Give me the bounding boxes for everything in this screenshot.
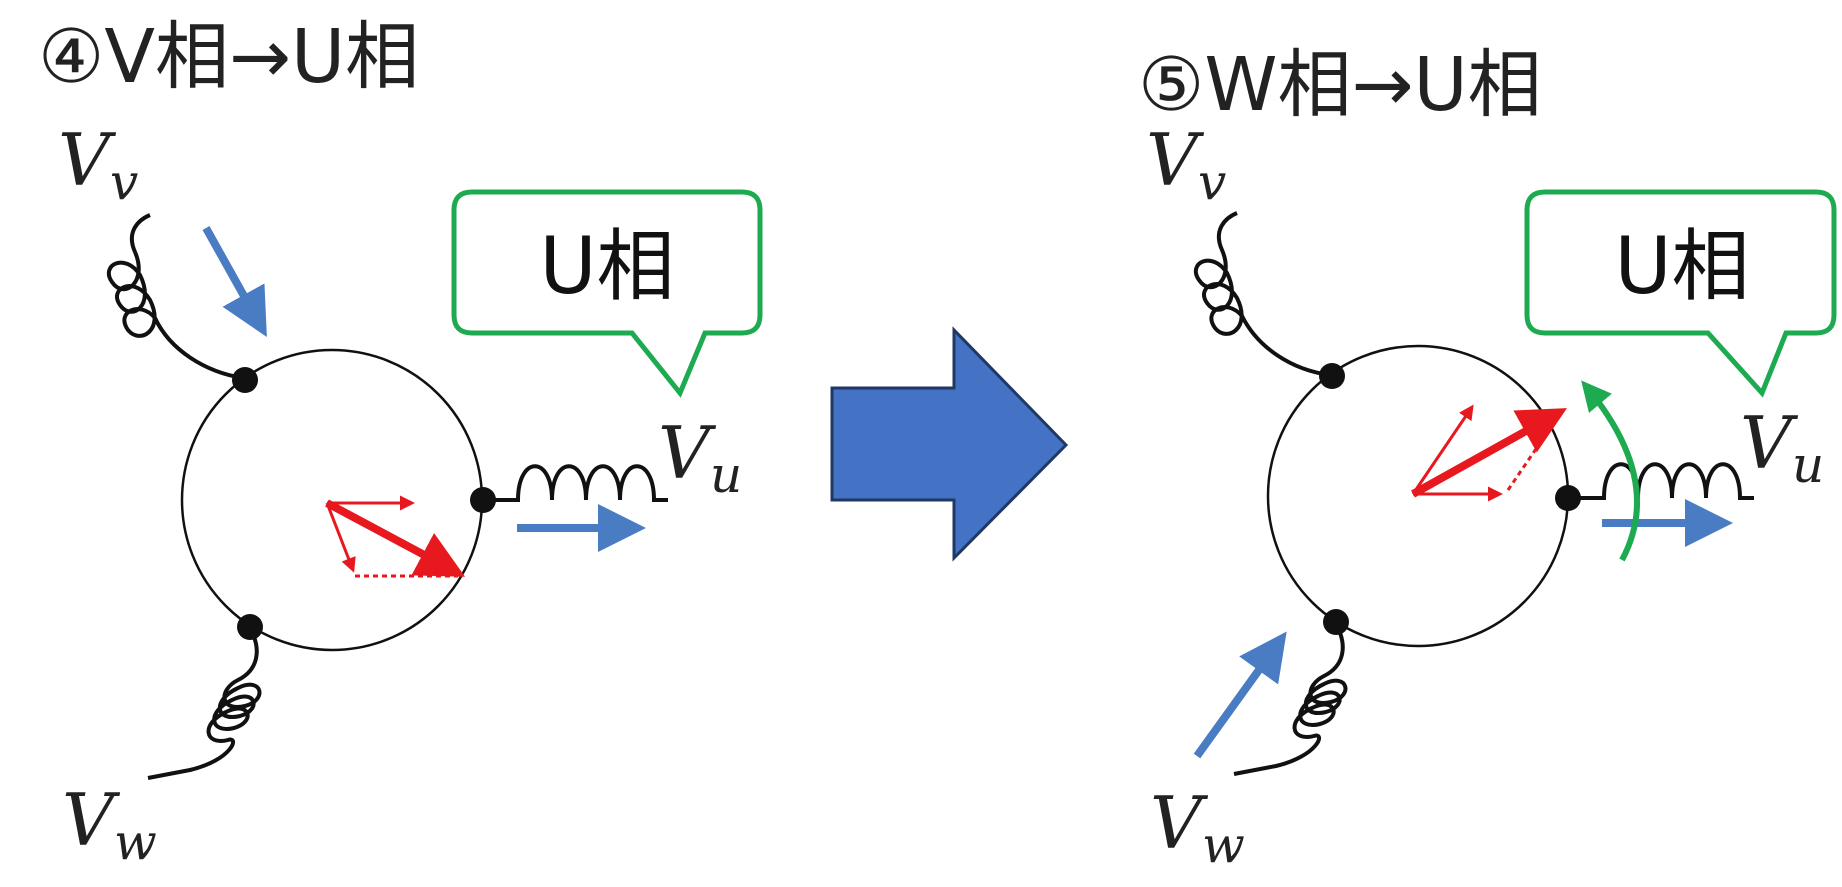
stator-circle [1266,344,1570,648]
callout-u-phase [451,189,763,398]
callout-u-phase [1524,189,1837,398]
coil-v [106,213,244,380]
coil-w [147,627,262,780]
terminal-w [237,614,263,640]
label-vv: Vv [58,118,138,211]
panel-5-title: ⑤W相→U相 [1138,42,1542,128]
label-vw: Vw [62,778,157,871]
coil-w [1233,623,1348,776]
label-vv: Vv [1146,118,1226,211]
coil-u [1567,462,1754,500]
vector-component-1 [1411,404,1474,495]
label-vu: Vu [658,411,742,504]
panel-5: ⑤W相→U相 Vv Vu Vw U相 [1138,42,1837,874]
label-vu: Vu [1740,401,1824,494]
current-arrow-w [1193,631,1287,759]
terminal-u [1555,485,1581,511]
vector-component-2 [325,502,356,573]
vector-resultant [1411,408,1567,498]
rotation-arrow-icon [1581,380,1640,562]
panel-4: ④V相→U相 Vv Vu Vw U相 [38,14,763,871]
stator-circle [180,348,484,652]
coil-u [480,464,668,502]
next-step-arrow-icon [830,326,1069,562]
callout-label: U相 [1614,222,1749,312]
terminal-u [470,487,496,513]
panel-4-title: ④V相→U相 [38,14,419,100]
callout-label: U相 [539,222,674,312]
coil-v [1193,211,1331,377]
current-arrow-v [202,226,267,337]
vector-resultant [325,499,466,577]
terminal-v [232,367,258,393]
terminal-v [1319,363,1345,389]
terminal-w [1323,609,1349,635]
label-vw: Vw [1150,781,1245,874]
